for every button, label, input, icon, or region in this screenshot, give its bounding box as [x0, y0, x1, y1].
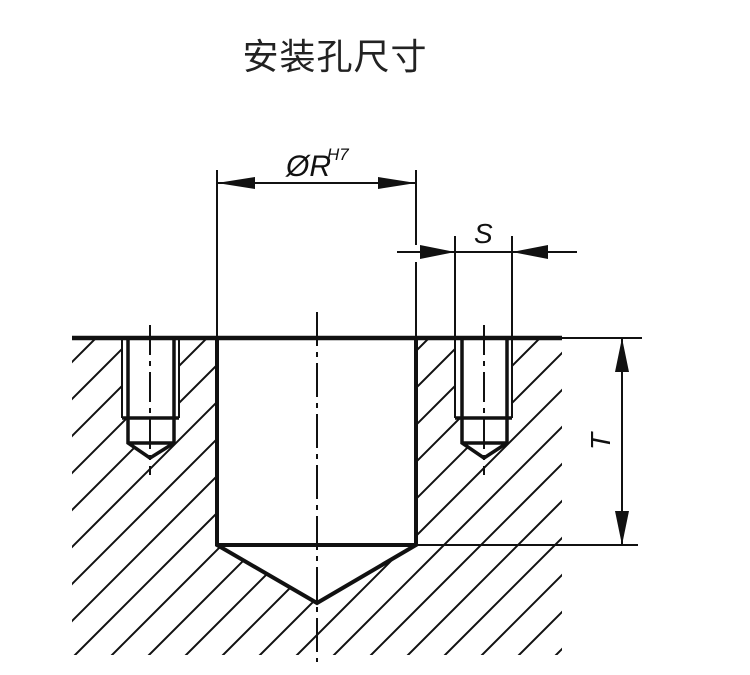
- hatch-line: [550, 338, 562, 655]
- hatch-line: [72, 338, 179, 655]
- diameter-tolerance: H7: [327, 145, 349, 164]
- hatch-line: [0, 330, 67, 660]
- arrow-right-icon: [420, 245, 455, 259]
- hatch-line: [365, 338, 562, 655]
- depth-label: T: [585, 431, 616, 450]
- arrow-left-icon: [217, 177, 255, 189]
- right-threaded-hole: [454, 325, 513, 475]
- diameter-dimension: [216, 170, 417, 338]
- hatch-line: [72, 338, 401, 655]
- hatch-line: [291, 338, 562, 655]
- depth-dimension: [615, 338, 629, 545]
- hatch-line: [72, 338, 253, 655]
- hatch-line: [513, 338, 562, 655]
- arrow-up-icon: [615, 338, 629, 372]
- hatch-line: [254, 338, 562, 655]
- arrow-down-icon: [615, 511, 629, 545]
- hatch-line: [72, 338, 327, 655]
- section-hatching: [0, 330, 750, 660]
- arrow-left-icon: [512, 245, 548, 259]
- hatch-line: [439, 338, 562, 655]
- drawing-title: 安装孔尺寸: [242, 37, 428, 78]
- left-threaded-hole: [121, 325, 180, 475]
- hatch-line: [72, 338, 142, 655]
- hatch-line: [72, 338, 364, 655]
- spacing-label: S: [474, 218, 493, 249]
- hatch-line: [72, 338, 216, 655]
- arrow-right-icon: [378, 177, 416, 189]
- hatch-line: [402, 338, 562, 655]
- hatch-line: [217, 338, 549, 655]
- hatch-line: [328, 338, 562, 655]
- hatch-line: [106, 338, 438, 655]
- hatch-line: [0, 330, 30, 660]
- hatch-line: [588, 330, 750, 660]
- spacing-dimension: [397, 236, 577, 338]
- diameter-label: ØR: [285, 150, 331, 183]
- hatch-line: [72, 338, 290, 655]
- hatch-line: [143, 338, 475, 655]
- hatch-line: [476, 338, 562, 655]
